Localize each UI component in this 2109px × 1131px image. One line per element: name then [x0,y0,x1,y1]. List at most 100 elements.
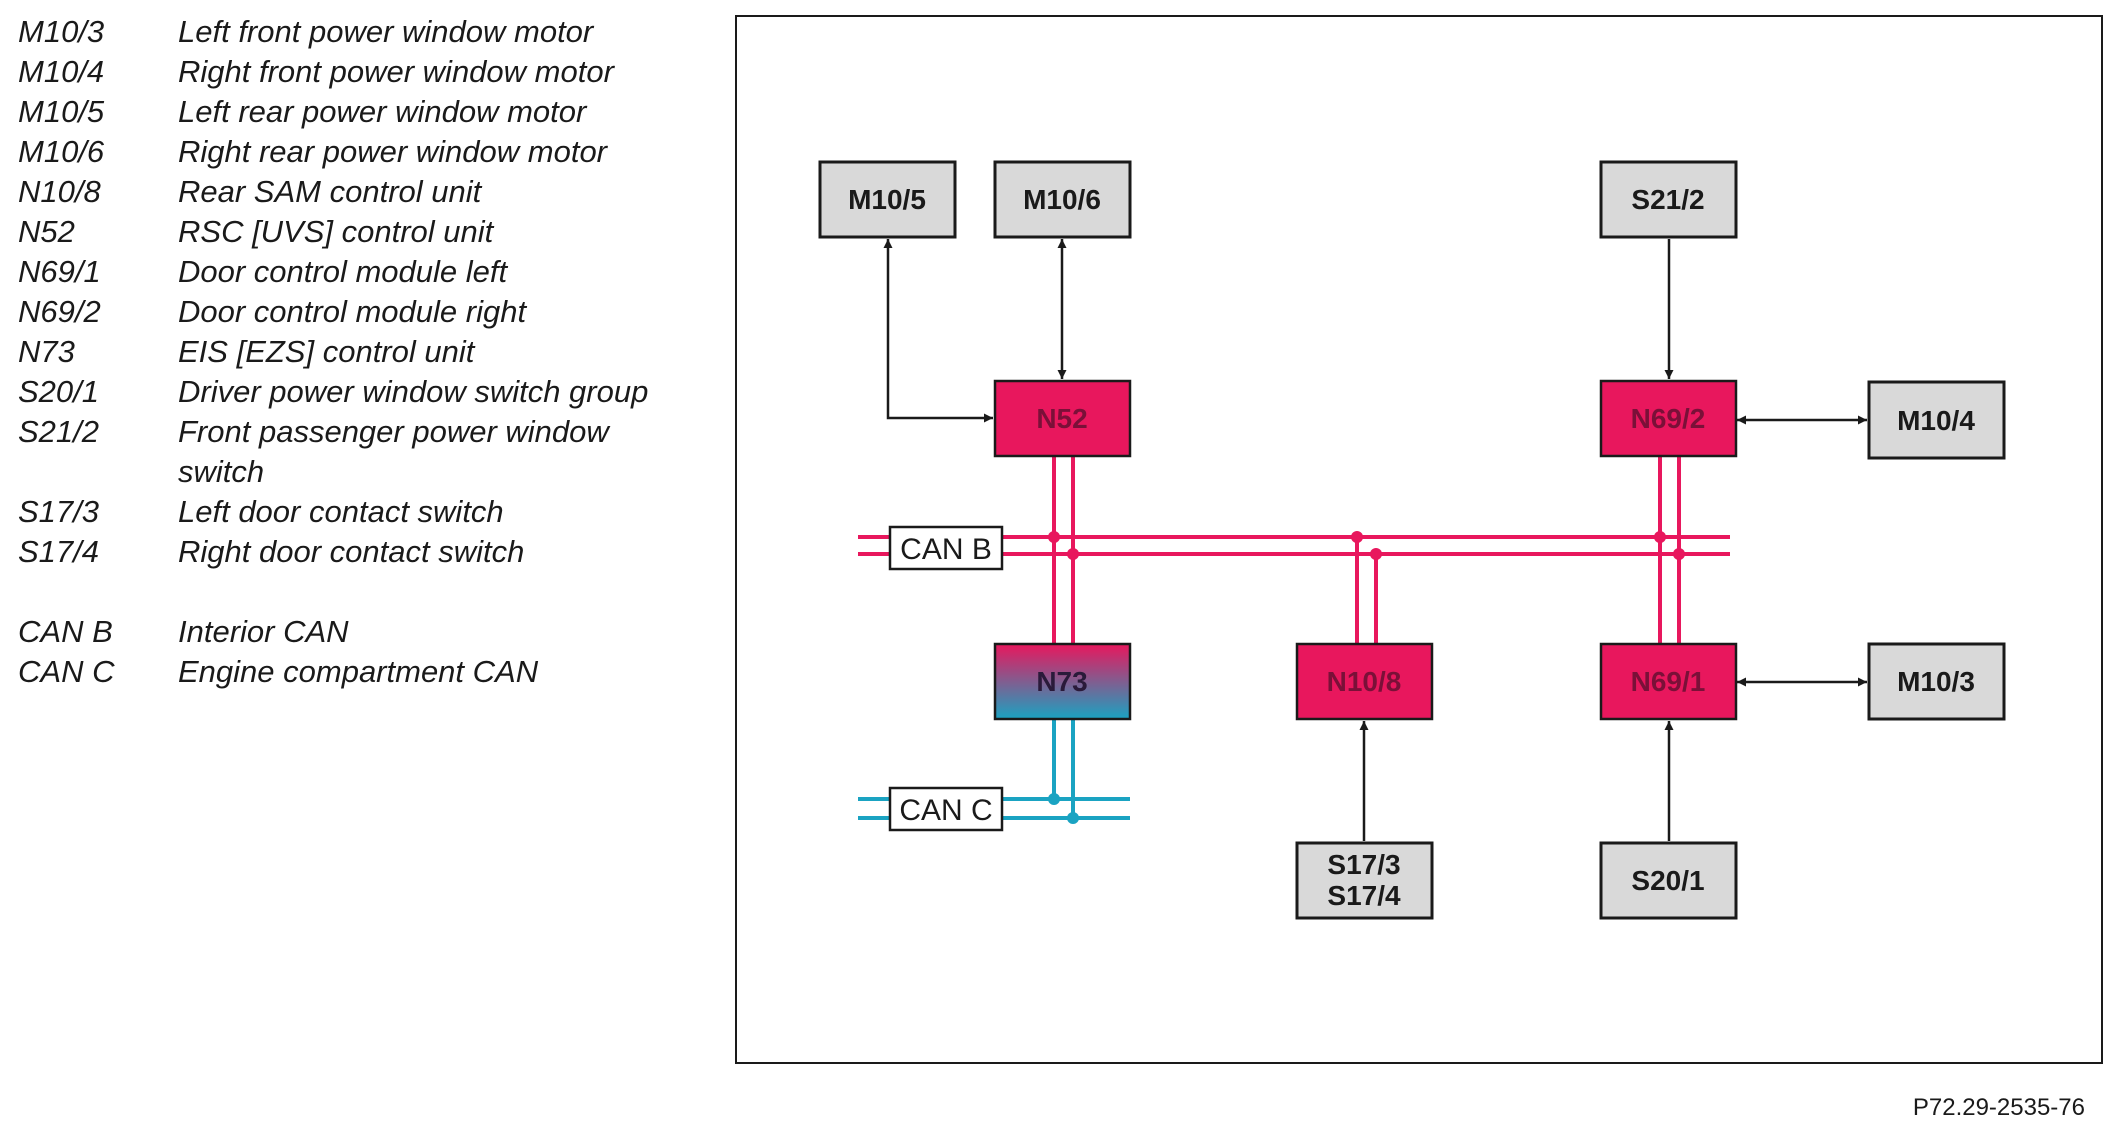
n10-8-box [1295,642,1434,721]
node-s17: S17/3 S17/4 [1295,841,1434,920]
legend-item: M10/3 Left front power window motor [18,12,698,52]
legend-desc: EIS [EZS] control unit [178,334,475,369]
legend-desc: RSC [UVS] control unit [178,214,494,249]
m10-3-box [1867,642,2006,721]
legend-code: S20/1 [18,374,100,409]
legend-item: N69/1 Door control module left [18,252,698,292]
n69-2-box [1599,379,1738,458]
can-c-junction [1067,812,1079,824]
can-c-label-box [888,786,1004,832]
legend-desc: Front passenger power window switch [178,414,609,489]
node-n69-1: N69/1 [1599,642,1738,721]
can-b-junction [1351,531,1363,543]
s20-1-label: S20/1 [1631,865,1704,896]
legend-code: CAN B [18,614,113,649]
legend-code: N73 [18,334,75,369]
m10-3-label: M10/3 [1897,666,1975,697]
legend-item: M10/5 Left rear power window motor [18,92,698,132]
n69-1-label: N69/1 [1631,666,1706,697]
legend-item: N73 EIS [EZS] control unit [18,332,698,372]
legend-code: M10/4 [18,54,105,89]
legend-desc: Door control module right [178,294,527,329]
m10-5-box [818,160,957,239]
legend-desc: Left rear power window motor [178,94,587,129]
node-n10-8: N10/8 [1295,642,1434,721]
can-b-label: CAN B [888,525,1004,571]
node-m10-6: M10/6 [993,160,1132,239]
legend-desc: Driver power window switch group [178,374,649,409]
legend-item: N69/2 Door control module right [18,292,698,332]
legend-desc: Door control module left [178,254,508,289]
legend-item: M10/4 Right front power window motor [18,52,698,92]
legend-desc: Rear SAM control unit [178,174,482,209]
legend-item: S20/1 Driver power window switch group [18,372,698,412]
legend-code: N69/1 [18,254,101,289]
n52-box [993,379,1132,458]
can-b-label-box [888,525,1004,571]
can-b-label-text: CAN B [900,533,992,566]
can-c-label-text: CAN C [899,794,992,827]
legend: M10/3 Left front power window motor M10/4… [18,12,698,692]
legend-code: M10/5 [18,94,105,129]
legend-desc: Interior CAN [178,614,349,649]
n69-1-box [1599,642,1738,721]
legend-item: N52 RSC [UVS] control unit [18,212,698,252]
node-s20-1: S20/1 [1599,841,1738,920]
n73-box [993,642,1132,721]
legend-code: M10/6 [18,134,105,169]
legend-desc: Right front power window motor [178,54,614,89]
n73-label: N73 [1036,666,1087,697]
legend-desc: Engine compartment CAN [178,654,539,689]
legend-code: M10/3 [18,14,105,49]
legend-item: N10/8 Rear SAM control unit [18,172,698,212]
legend-code: S17/3 [18,494,100,529]
n10-8-label: N10/8 [1327,666,1402,697]
n69-2-label: N69/2 [1631,403,1706,434]
signal-arrows [883,239,1867,841]
can-b-junction [1654,531,1666,543]
n52-label: N52 [1036,403,1087,434]
legend-code: N52 [18,214,75,249]
figure-id: P72.29-2535-76 [1912,1094,2085,1121]
m10-4-box [1867,380,2006,460]
node-s21-2: S21/2 [1599,160,1738,239]
m10-5-label: M10/5 [848,184,926,215]
legend-desc: Right door contact switch [178,534,525,569]
m10-6-label: M10/6 [1023,184,1101,215]
s21-2-label: S21/2 [1631,184,1704,215]
legend-item: CAN B Interior CAN [18,612,698,652]
legend-item: CAN C Engine compartment CAN [18,652,698,692]
node-n52: N52 [993,379,1132,458]
node-n69-2: N69/2 [1599,379,1738,458]
can-b-junction [1673,548,1685,560]
node-m10-5: M10/5 [818,160,957,239]
legend-item: S17/4 Right door contact switch [18,532,698,572]
arrow-m10-5-n52 [883,239,993,423]
legend-code: S17/4 [18,534,100,569]
node-n73: N73 [993,642,1132,721]
legend-desc: Left front power window motor [178,14,594,49]
legend-code: CAN C [18,654,115,689]
can-b-junction [1067,548,1079,560]
s17-box [1295,841,1434,920]
s17-4-label: S17/4 [1327,880,1401,911]
can-b-junction [1370,548,1382,560]
legend-item: S17/3 Left door contact switch [18,492,698,532]
node-m10-4: M10/4 [1867,380,2006,460]
can-b-junction [1048,531,1060,543]
s17-3-label: S17/3 [1327,849,1400,880]
legend-code: N10/8 [18,174,101,209]
s21-2-box [1599,160,1738,239]
legend-desc: Left door contact switch [178,494,504,529]
m10-6-box [993,160,1132,239]
s20-1-box [1599,841,1738,920]
node-m10-3: M10/3 [1867,642,2006,721]
m10-4-label: M10/4 [1897,405,1975,436]
legend-code: N69/2 [18,294,101,329]
diagram-frame [735,15,2103,1064]
can-b-bus [858,456,1730,644]
can-c-label: CAN C [888,786,1004,832]
